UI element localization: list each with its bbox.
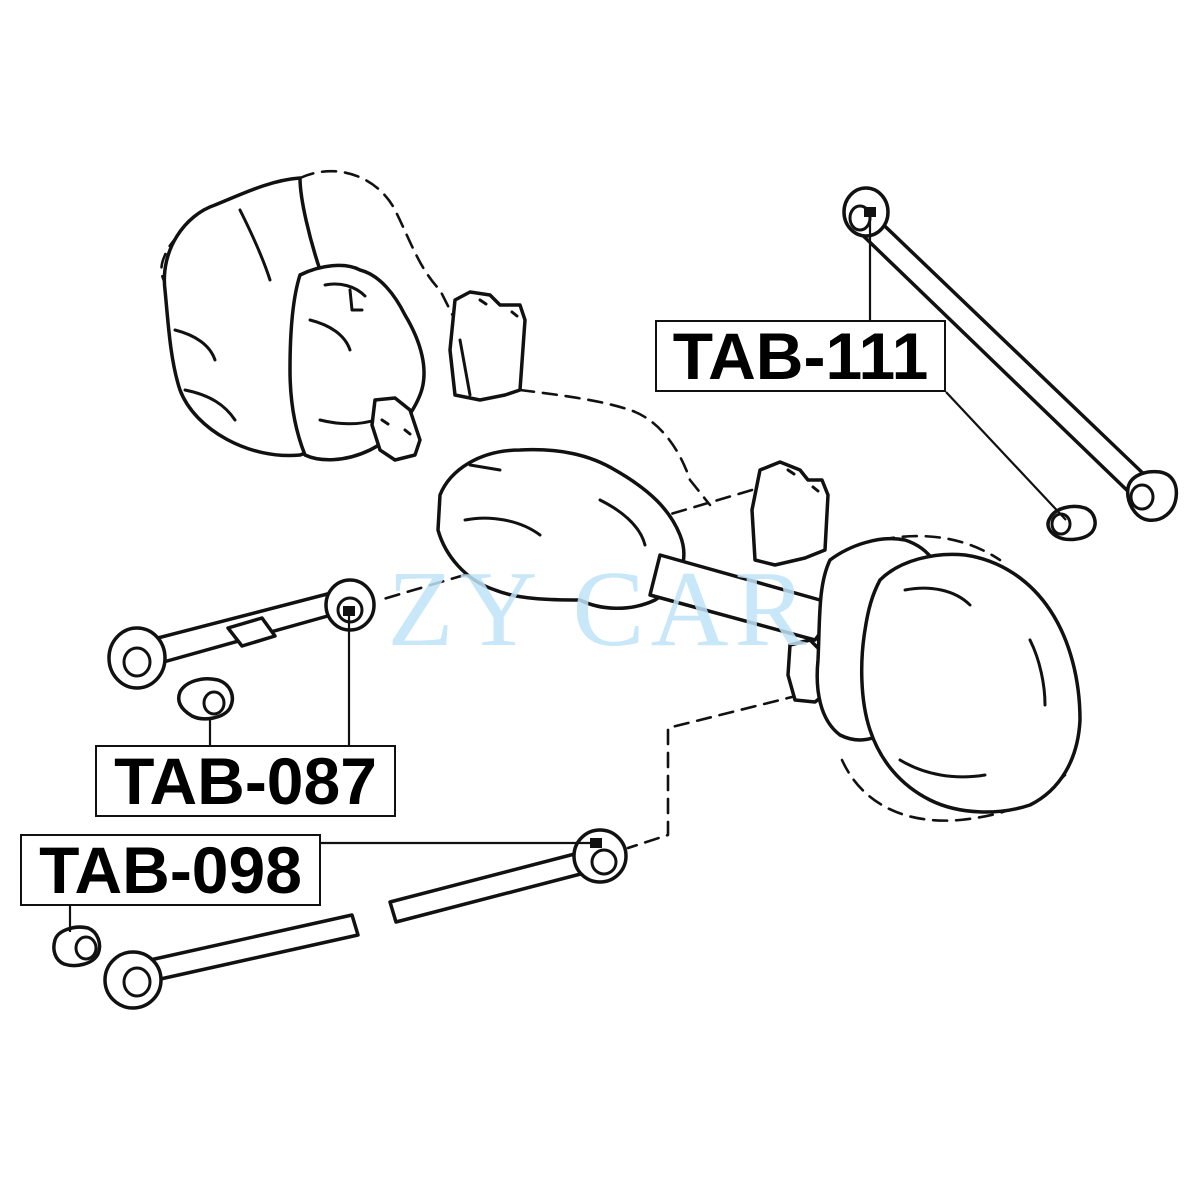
tab098-bushing-bore — [74, 935, 98, 961]
left-wheel-outline — [298, 169, 462, 332]
left-upper-bracket — [448, 290, 527, 402]
tab098-left-eye-bore — [122, 966, 152, 998]
right-upper-bracket-holes — [786, 468, 820, 493]
tab098-bushing-end-bore — [590, 848, 618, 876]
tab087-leader-right-dot — [343, 606, 355, 616]
right-wheel-outline — [840, 758, 1067, 822]
left-wheel-hub-detail — [173, 208, 272, 422]
right-hub-dashed — [878, 534, 1002, 562]
differential-detail — [463, 463, 647, 547]
tab111-leader-lower — [945, 391, 1067, 521]
right-wheel-hub — [860, 552, 1082, 814]
tab098-leader-right-dot — [590, 838, 602, 848]
differential-housing — [436, 447, 686, 610]
tab087-bushing-bore — [202, 690, 226, 716]
part-label-tab-111: TAB-111 — [655, 320, 946, 392]
tab111-lower-eye-bore — [1129, 483, 1155, 511]
left-backing-plate-detail — [308, 282, 377, 426]
tab111-bushing-separate — [1046, 504, 1097, 542]
tab098-left-eye — [103, 950, 163, 1010]
tab098-upper-rod — [388, 848, 598, 924]
lateral-rod-dashed — [626, 693, 802, 850]
tab087-left-eye-bore — [122, 646, 152, 678]
tab111-leader-upper-dot — [864, 207, 876, 217]
left-lower-bracket — [370, 396, 422, 462]
part-label-tab-098: TAB-098 — [20, 834, 321, 906]
left-upper-bracket-holes — [458, 298, 519, 397]
tab087-arm-clamp — [226, 616, 277, 648]
axle-housing-outline — [518, 388, 712, 507]
right-upper-bracket — [750, 460, 830, 567]
axle-tube-right — [648, 553, 832, 642]
left-lower-bracket-holes — [380, 418, 412, 436]
tab087-left-eye — [107, 626, 167, 690]
part-label-tab-087: TAB-087 — [95, 745, 396, 817]
tab098-lower-rod — [148, 913, 360, 982]
right-wheel-hub-detail — [898, 586, 1047, 779]
